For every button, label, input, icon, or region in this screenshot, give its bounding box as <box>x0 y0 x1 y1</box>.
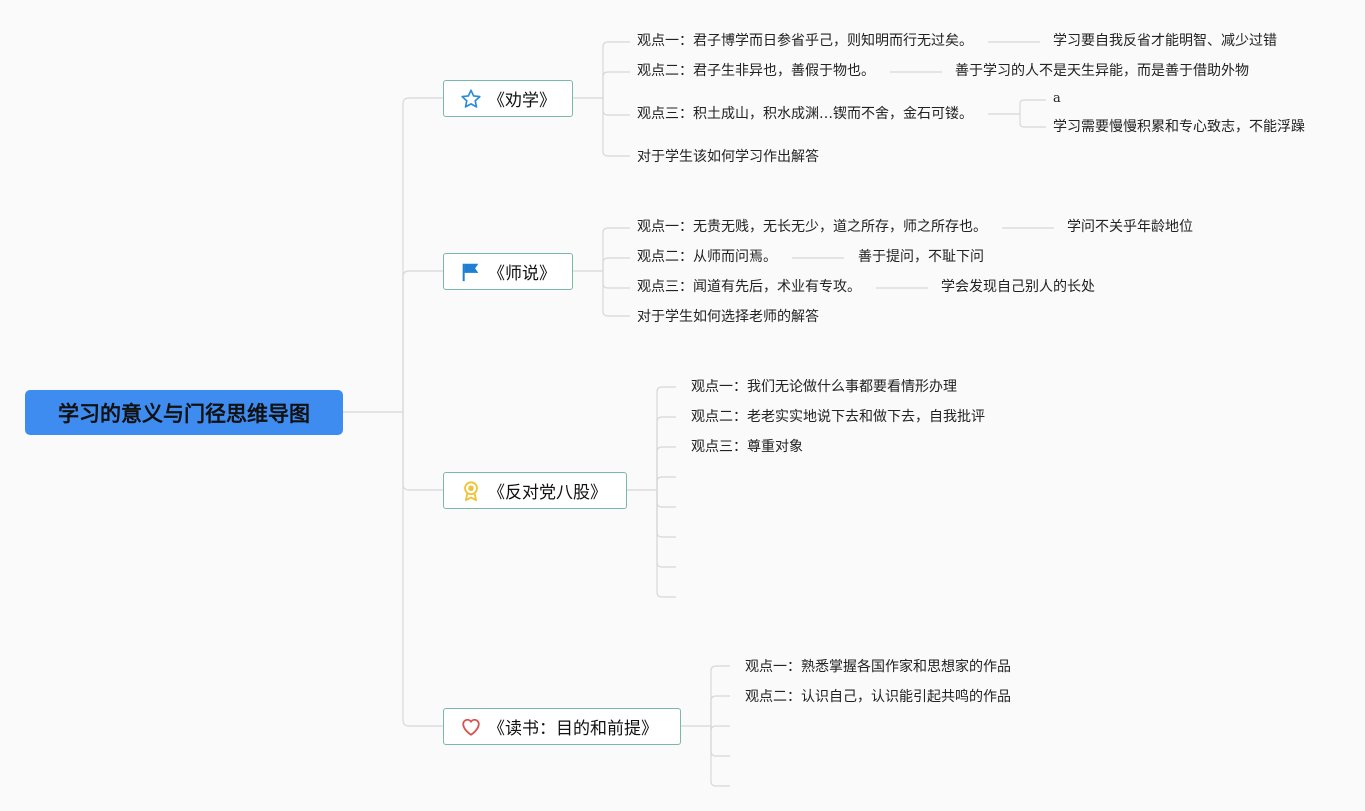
connector-line <box>402 412 443 491</box>
branch-label: 《反对党八股》 <box>488 483 607 503</box>
note-node[interactable]: 善于学习的人不是天生异能，而是善于借助外物 <box>955 63 1249 79</box>
connector-line <box>656 490 676 568</box>
connector-line <box>710 726 730 787</box>
connector-line <box>656 490 676 598</box>
connector-line <box>602 271 630 317</box>
connector-line <box>710 726 730 757</box>
point-node[interactable]: 观点三：积土成山，积水成渊…锲而不舍，金石可镂。 <box>637 106 973 122</box>
heart-icon <box>460 716 482 738</box>
note-node[interactable]: 学会发现自己别人的长处 <box>941 279 1095 295</box>
star-icon <box>460 88 482 110</box>
connector-line <box>656 386 676 490</box>
note-node[interactable]: 学习需要慢慢积累和专心致志，不能浮躁 <box>1053 119 1305 135</box>
connector-line <box>602 98 630 116</box>
connector-line <box>602 71 630 98</box>
connector-line <box>656 476 676 490</box>
branch-shishuo[interactable]: 《师说》 <box>443 253 573 290</box>
point-node[interactable]: 对于学生如何选择老师的解答 <box>637 309 819 325</box>
connector-line <box>656 490 676 508</box>
point-node[interactable]: 观点一：熟悉掌握各国作家和思想家的作品 <box>745 659 1011 675</box>
branch-label: 《读书：目的和前提》 <box>488 719 658 739</box>
connector-line <box>402 270 443 412</box>
point-node[interactable]: 观点一：君子博学而日参省乎己，则知明而行无过矣。 <box>637 33 973 49</box>
connector-line <box>656 490 676 538</box>
point-node[interactable]: 观点二：君子生非异也，善假于物也。 <box>637 63 875 79</box>
point-node[interactable]: 观点二：从师而问焉。 <box>637 249 777 265</box>
branch-dushu[interactable]: 《读书：目的和前提》 <box>443 708 681 745</box>
connector-line <box>602 98 630 157</box>
connector-line <box>602 271 630 289</box>
connector-line <box>602 257 630 271</box>
connector-line <box>710 665 730 726</box>
note-node[interactable]: a <box>1053 91 1061 106</box>
point-node[interactable]: 观点一：无贵无贱，无长无少，道之所存，师之所存也。 <box>637 219 987 235</box>
branch-quanxue[interactable]: 《劝学》 <box>443 80 573 117</box>
branch-fanduidangbagu[interactable]: 《反对党八股》 <box>443 472 627 509</box>
connector-line <box>710 725 730 732</box>
point-node[interactable]: 对于学生该如何学习作出解答 <box>637 149 819 165</box>
branch-label: 《劝学》 <box>488 91 556 111</box>
root-title: 学习的意义与门径思维导图 <box>58 401 310 426</box>
note-node[interactable]: 学习要自我反省才能明智、减少过错 <box>1053 33 1277 49</box>
point-node[interactable]: 观点三：尊重对象 <box>691 439 803 455</box>
connector-line <box>656 416 676 490</box>
point-node[interactable]: 观点一：我们无论做什么事都要看情形办理 <box>691 379 957 395</box>
root-node[interactable]: 学习的意义与门径思维导图 <box>25 390 343 435</box>
connector-line <box>602 227 630 271</box>
connector-line <box>656 446 676 490</box>
connector-line <box>710 695 730 726</box>
connector-line <box>602 41 630 98</box>
flag-icon <box>460 261 482 283</box>
connector-line <box>402 412 443 727</box>
connector-line <box>1019 114 1046 128</box>
point-node[interactable]: 观点三：闻道有先后，术业有专攻。 <box>637 279 861 295</box>
connector-line <box>402 97 443 412</box>
award-icon <box>460 480 482 502</box>
connector-line <box>1019 99 1046 114</box>
point-node[interactable]: 观点二：老老实实地说下去和做下去，自我批评 <box>691 409 985 425</box>
note-node[interactable]: 善于提问，不耻下问 <box>858 249 984 265</box>
point-node[interactable]: 观点二：认识自己，认识能引起共鸣的作品 <box>745 689 1011 705</box>
branch-label: 《师说》 <box>488 264 556 284</box>
note-node[interactable]: 学问不关乎年龄地位 <box>1067 219 1193 235</box>
